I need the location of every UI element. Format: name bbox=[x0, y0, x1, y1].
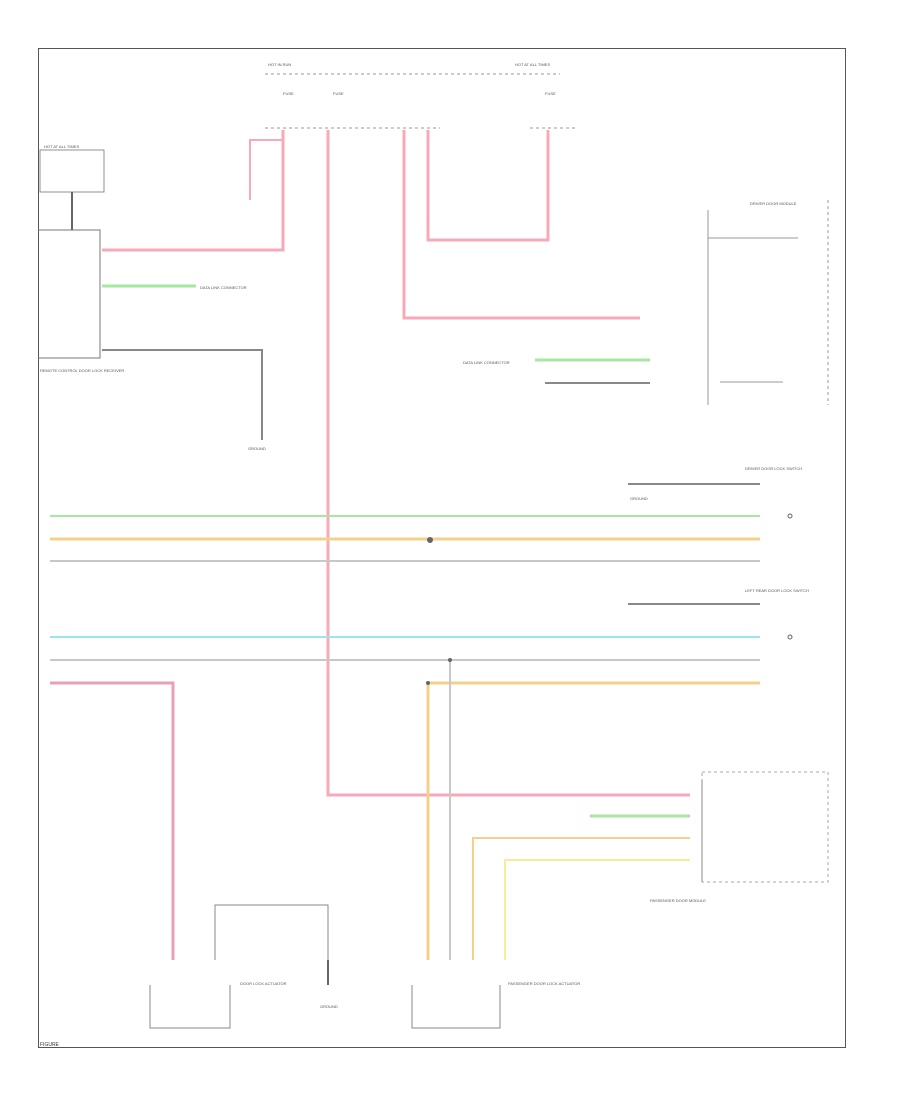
splice-dot-3 bbox=[426, 681, 430, 685]
actuator-left-frame bbox=[214, 904, 329, 960]
label-actuator-left: DOOR LOCK ACTUATOR bbox=[240, 981, 287, 986]
label-fuse-3: FUSE bbox=[545, 91, 556, 96]
label-module-right: DRIVER DOOR MODULE bbox=[750, 201, 797, 206]
label-data-link-1: DATA LINK CONNECTOR bbox=[200, 285, 247, 290]
label-fuse-block: HOT AT ALL TIMES bbox=[44, 144, 79, 149]
wire-orange-passenger bbox=[472, 837, 690, 960]
wire-red-1 bbox=[102, 130, 285, 252]
switch-lr-contact bbox=[787, 634, 793, 640]
diagram-frame bbox=[38, 48, 846, 1048]
footer-label: FIGURE bbox=[40, 1042, 59, 1048]
label-switch-lf: DRIVER DOOR LOCK SWITCH bbox=[745, 466, 802, 471]
wire-red-main bbox=[326, 130, 690, 797]
actuator-left-box bbox=[149, 985, 231, 1029]
label-ground-3: GROUND bbox=[630, 496, 648, 501]
left-fuse-box bbox=[39, 149, 105, 193]
splice-dot-1 bbox=[427, 537, 433, 543]
wire-pink-left bbox=[50, 681, 175, 960]
passenger-module-box bbox=[701, 771, 829, 883]
splice-dot-2 bbox=[448, 658, 452, 662]
label-fuse-2: FUSE bbox=[333, 91, 344, 96]
left-module-box bbox=[38, 229, 101, 359]
switch-lf-contact bbox=[787, 513, 793, 519]
actuator-right-box bbox=[411, 985, 501, 1029]
label-data-link-2: DATA LINK CONNECTOR bbox=[463, 360, 510, 365]
label-top-note-2: HOT AT ALL TIMES bbox=[515, 62, 550, 67]
label-switch-lr: LEFT REAR DOOR LOCK SWITCH bbox=[745, 588, 809, 593]
label-module-left: REMOTE CONTROL DOOR LOCK RECEIVER bbox=[40, 368, 124, 373]
wire-red-3 bbox=[402, 130, 640, 320]
wire-red-4 bbox=[426, 130, 550, 242]
wire-yellow-passenger bbox=[504, 859, 690, 960]
label-fuse-1: FUSE bbox=[283, 91, 294, 96]
label-actuator-right: PASSENGER DOOR LOCK ACTUATOR bbox=[508, 981, 580, 986]
wire-gray-ground-1 bbox=[102, 349, 263, 440]
label-top-note-1: HOT IN RUN bbox=[268, 62, 291, 67]
label-ground-2: GROUND bbox=[320, 1004, 338, 1009]
label-passenger-module: PASSENGER DOOR MODULE bbox=[650, 898, 706, 903]
label-ground-1: GROUND bbox=[248, 446, 266, 451]
wire-red-2 bbox=[249, 139, 283, 200]
